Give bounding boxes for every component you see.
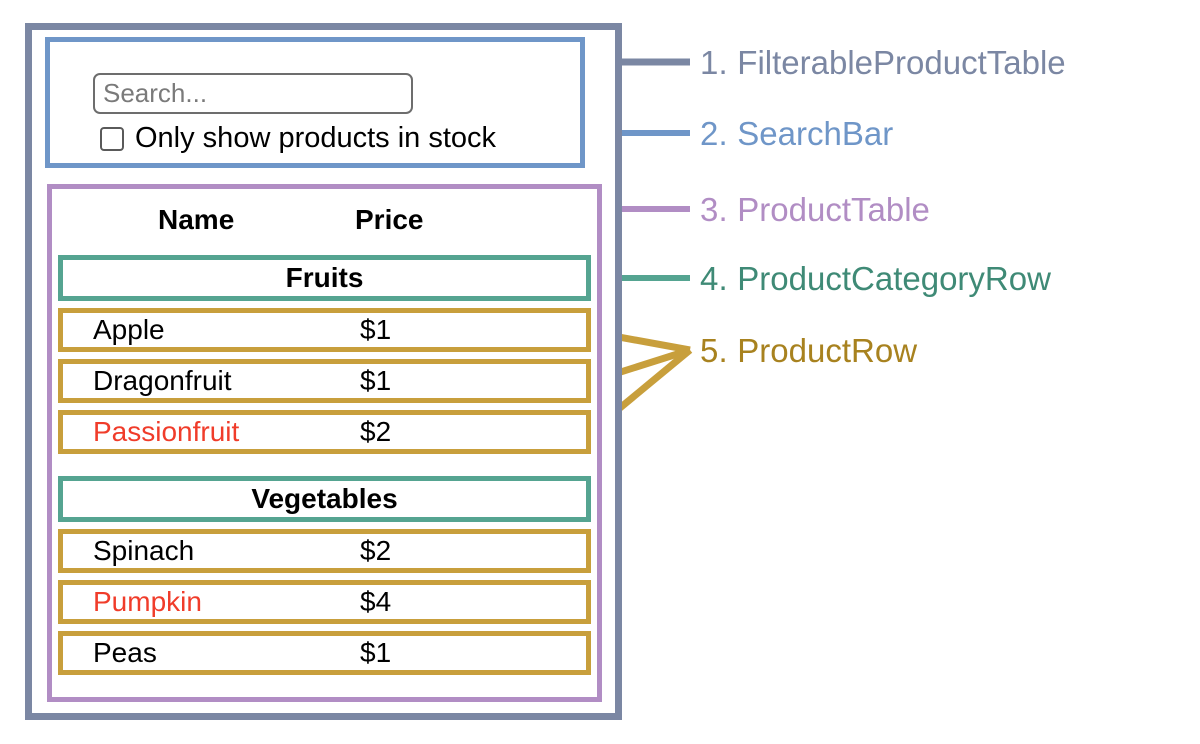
legend-number: 2. <box>700 115 738 152</box>
product-name: Peas <box>93 637 157 668</box>
legend-label: ProductRow <box>737 332 918 369</box>
group-spacer <box>58 461 591 476</box>
product-row: Spinach $2 <box>58 529 591 573</box>
legend-item-producttable: 3. ProductTable <box>700 193 930 226</box>
in-stock-checkbox-label: Only show products in stock <box>135 122 497 154</box>
in-stock-checkbox[interactable] <box>100 126 124 151</box>
product-row: Peas $1 <box>58 631 591 675</box>
column-header-name: Name <box>158 204 235 235</box>
product-name: Dragonfruit <box>93 365 232 396</box>
legend-number: 3. <box>700 191 738 228</box>
product-name: Pumpkin <box>93 586 202 617</box>
product-row: Dragonfruit $1 <box>58 359 591 403</box>
legend-item-filterableproducttable: 1. FilterableProductTable <box>700 46 1066 79</box>
product-name: Apple <box>93 314 165 345</box>
product-table-frame: Name Price Fruits Apple $1 Dragonfruit $… <box>47 184 602 702</box>
legend-item-productrow: 5. ProductRow <box>700 334 917 367</box>
product-table-header: Name Price <box>52 199 597 241</box>
legend-label: ProductTable <box>737 191 930 228</box>
product-row: Apple $1 <box>58 308 591 352</box>
product-category-row: Fruits <box>58 255 591 301</box>
in-stock-filter-row[interactable]: Only show products in stock <box>100 124 496 153</box>
product-name: Spinach <box>93 535 195 566</box>
product-price: $4 <box>360 586 392 617</box>
column-header-price: Price <box>355 204 424 235</box>
legend-number: 1. <box>700 44 738 81</box>
product-row: Passionfruit $2 <box>58 410 591 454</box>
legend-number: 5. <box>700 332 738 369</box>
product-price: $1 <box>360 365 392 396</box>
legend-label: ProductCategoryRow <box>737 260 1051 297</box>
legend-item-productcategoryrow: 4. ProductCategoryRow <box>700 262 1051 295</box>
search-input[interactable] <box>93 73 413 114</box>
legend-label: SearchBar <box>737 115 894 152</box>
product-table-rows: Fruits Apple $1 Dragonfruit $1 Passionfr… <box>58 255 591 682</box>
product-price: $2 <box>360 416 392 447</box>
search-bar-frame: Only show products in stock <box>45 37 585 168</box>
product-category-row: Vegetables <box>58 476 591 522</box>
legend-label: FilterableProductTable <box>737 44 1066 81</box>
product-price: $2 <box>360 535 392 566</box>
product-price: $1 <box>360 314 392 345</box>
legend-number: 4. <box>700 260 738 297</box>
product-price: $1 <box>360 637 392 668</box>
product-row: Pumpkin $4 <box>58 580 591 624</box>
product-name: Passionfruit <box>93 416 240 447</box>
legend-item-searchbar: 2. SearchBar <box>700 117 893 150</box>
